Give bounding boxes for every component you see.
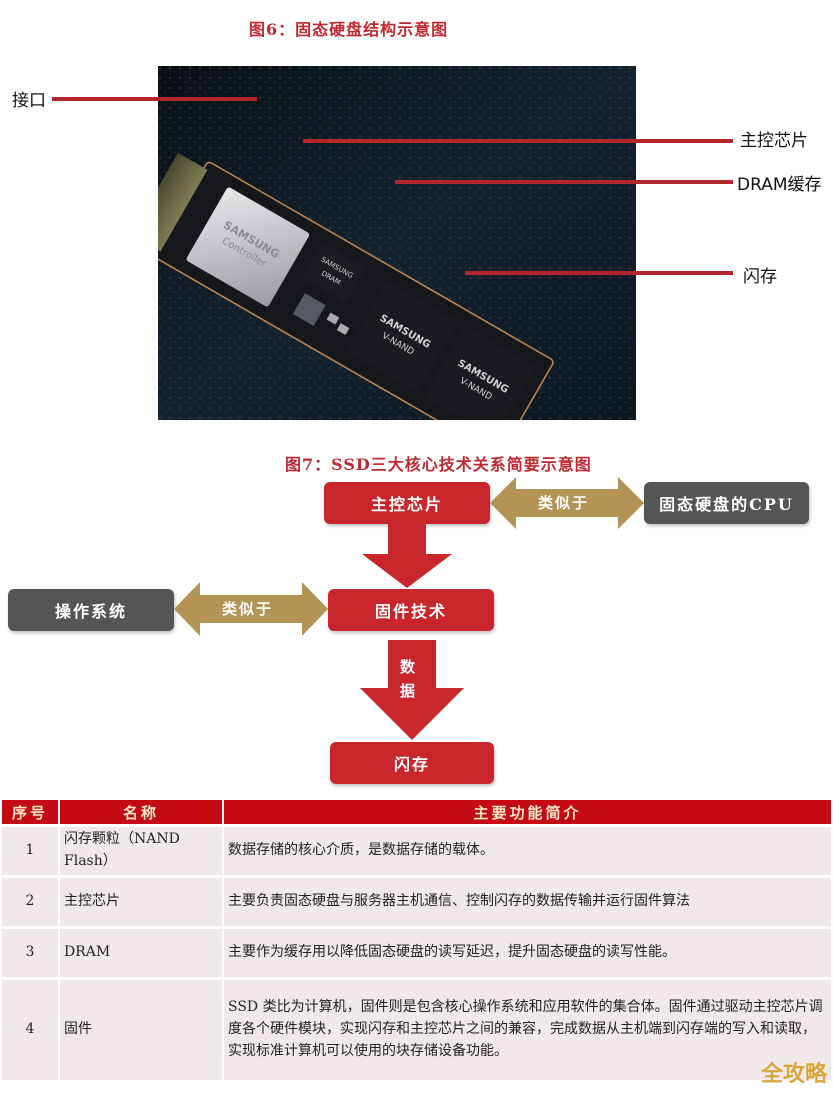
node-flash: 闪存	[330, 742, 494, 784]
row-index: 4	[2, 980, 58, 1080]
callout-controller-line	[303, 139, 733, 143]
table-row: 1 闪存颗粒（NAND Flash） 数据存储的核心介质，是数据存储的载体。	[2, 827, 831, 875]
row-description: 数据存储的核心介质，是数据存储的载体。	[224, 827, 831, 875]
callout-dram-label: DRAM缓存	[737, 175, 822, 195]
node-firmware-tech-label: 固件技术	[374, 602, 447, 621]
node-firmware-tech: 固件技术	[328, 589, 494, 631]
node-controller-chip-label: 主控芯片	[370, 495, 443, 514]
callout-flash-line	[465, 271, 733, 275]
header-index: 序号	[2, 800, 58, 824]
row-index: 2	[2, 878, 58, 926]
ssd-photo: SAMSUNG Controller SAMSUNG DRAM SAMSUNG …	[158, 66, 636, 420]
data-label-2: 据	[400, 682, 418, 700]
node-controller-chip: 主控芯片	[324, 482, 490, 524]
figure7-title: 图7：SSD三大核心技术关系简要示意图	[285, 455, 592, 474]
row-index: 3	[2, 929, 58, 977]
callout-interface-label: 接口	[12, 91, 46, 111]
down-arrow-data: 数 据	[360, 640, 464, 740]
table-header-row: 序号 名称 主要功能简介	[2, 800, 831, 824]
row-index: 1	[2, 827, 58, 875]
row-description: SSD 类比为计算机，固件则是包含核心操作系统和应用软件的集合体。固件通过驱动主…	[224, 980, 831, 1080]
callout-flash-label: 闪存	[743, 267, 777, 287]
header-description: 主要功能简介	[224, 800, 831, 824]
data-label-1: 数	[400, 658, 418, 676]
callout-interface-line	[52, 97, 257, 101]
node-operating-system-label: 操作系统	[54, 602, 127, 621]
node-ssd-cpu-label: 固态硬盘的CPU	[659, 495, 794, 514]
similar-label-left: 类似于	[222, 600, 274, 618]
table-row: 3 DRAM 主要作为缓存用以降低固态硬盘的读写延迟，提升固态硬盘的读写性能。	[2, 929, 831, 977]
callout-controller-label: 主控芯片	[740, 131, 808, 151]
header-name: 名称	[60, 800, 222, 824]
callout-dram-line	[395, 180, 733, 184]
node-flash-label: 闪存	[393, 755, 430, 774]
watermark-logo: 全攻略	[760, 1062, 827, 1087]
row-name: 闪存颗粒（NAND Flash）	[60, 827, 222, 875]
node-ssd-cpu: 固态硬盘的CPU	[644, 482, 809, 524]
table-row: 2 主控芯片 主要负责固态硬盘与服务器主机通信、控制闪存的数据传输并运行固件算法	[2, 878, 831, 926]
components-table: 序号 名称 主要功能简介 1 闪存颗粒（NAND Flash） 数据存储的核心介…	[0, 797, 833, 1083]
row-name: DRAM	[60, 929, 222, 977]
node-operating-system: 操作系统	[8, 589, 174, 631]
double-arrow-similar-left: 类似于	[174, 582, 328, 636]
double-arrow-similar-top: 类似于	[490, 477, 644, 529]
down-arrow-controller-to-firmware	[362, 524, 452, 588]
row-description: 主要负责固态硬盘与服务器主机通信、控制闪存的数据传输并运行固件算法	[224, 878, 831, 926]
table-row: 4 固件 SSD 类比为计算机，固件则是包含核心操作系统和应用软件的集合体。固件…	[2, 980, 831, 1080]
row-name: 固件	[60, 980, 222, 1080]
row-name: 主控芯片	[60, 878, 222, 926]
row-description: 主要作为缓存用以降低固态硬盘的读写延迟，提升固态硬盘的读写性能。	[224, 929, 831, 977]
similar-label-top: 类似于	[538, 494, 590, 512]
figure6-title: 图6：固态硬盘结构示意图	[249, 20, 449, 39]
